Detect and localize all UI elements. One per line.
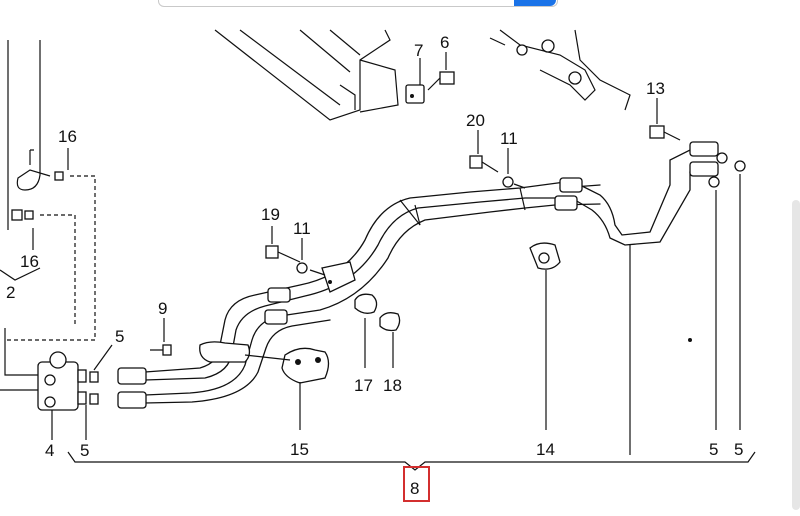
label-9: 9: [158, 299, 167, 318]
label-5-right-b: 5: [734, 440, 743, 459]
bolt-part-9: [150, 318, 172, 356]
clamp-part-15: [199, 341, 330, 430]
pipe-couplings: [117, 141, 719, 409]
manifold-block-part-4: [0, 351, 99, 440]
label-5-right-a: 5: [709, 440, 718, 459]
bolt-part-13: [629, 98, 746, 455]
label-15: 15: [290, 440, 309, 459]
leader-part-5: [85, 344, 113, 440]
label-16-top: 16: [58, 127, 77, 146]
label-5-upper: 5: [115, 327, 124, 346]
label-11-mid: 11: [293, 219, 311, 238]
upper-bracket: [489, 29, 631, 111]
label-8: 8: [410, 479, 419, 498]
grommet-parts-17-18: [354, 293, 401, 368]
highlight-box-part-8: [403, 466, 430, 502]
bolt-part-6: [427, 52, 455, 91]
top-bar: [0, 0, 800, 8]
label-19: 19: [261, 205, 280, 224]
bushing-part-14: [529, 242, 561, 430]
label-4: 4: [45, 441, 54, 460]
label-20: 20: [466, 111, 485, 130]
label-2: 2: [6, 283, 15, 302]
condenser-housing: [214, 29, 399, 121]
part-labels: 7 6 16 16 2 13 20 11 19 11 9 5 5 4 17 18…: [6, 33, 743, 498]
label-16-left: 16: [20, 252, 39, 271]
bolt-part-20: [469, 130, 526, 189]
mid-bracket: [265, 226, 356, 293]
label-11-upper: 11: [500, 129, 518, 148]
left-pipe-section: [0, 40, 96, 376]
label-7: 7: [414, 41, 423, 60]
refrigerant-lines: [144, 149, 701, 404]
label-5-lower: 5: [80, 441, 89, 460]
clip-part-7: [405, 58, 425, 104]
label-14: 14: [536, 440, 555, 459]
assembly-bracket-8: [67, 451, 756, 471]
label-6: 6: [440, 33, 449, 52]
search-button[interactable]: [514, 0, 556, 6]
label-13: 13: [646, 79, 665, 98]
label-18: 18: [383, 376, 402, 395]
label-17: 17: [354, 376, 373, 395]
scrollbar[interactable]: [792, 200, 800, 510]
